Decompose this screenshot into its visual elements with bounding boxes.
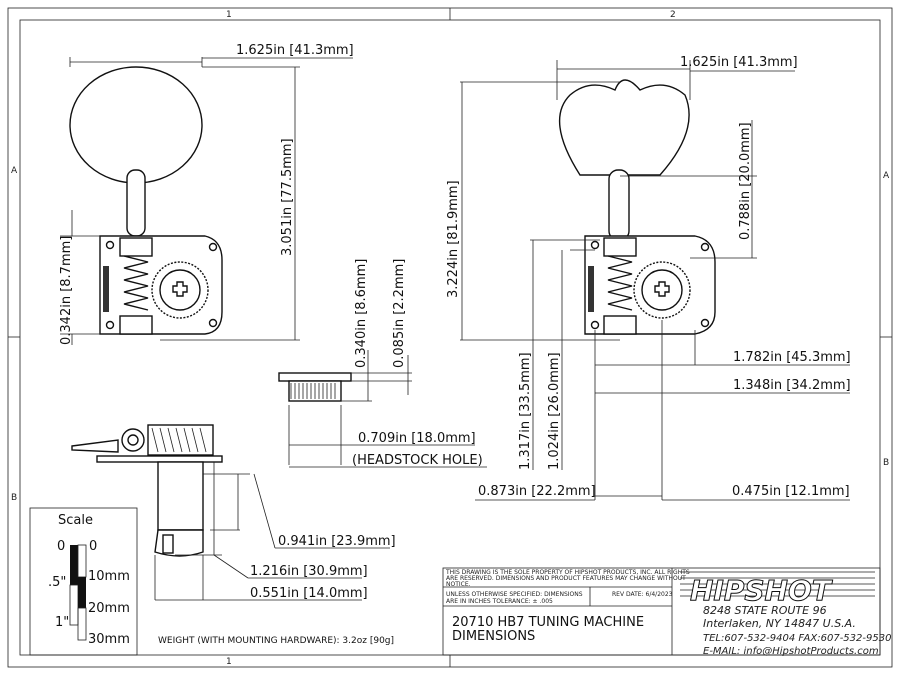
tuner-side-view: [71, 424, 223, 557]
dim-right-height: 3.224in [81.9mm]: [446, 180, 461, 298]
dim-0941: 0.941in [23.9mm]: [278, 534, 396, 549]
scale-mm-10: 10mm: [88, 569, 130, 584]
dim-1216: 1.216in [30.9mm]: [250, 564, 368, 579]
scale-in-0: 0: [57, 539, 65, 554]
dim-hole-label: (HEADSTOCK HOLE): [352, 453, 483, 468]
tolerance-line-1: UNLESS OTHERWISE SPECIFIED: DIMENSIONS: [446, 591, 583, 598]
notice-line-3: NOTICE.: [446, 581, 471, 588]
zone-b-right: B: [883, 458, 889, 468]
dim-1348: 1.348in [34.2mm]: [733, 378, 851, 393]
weight-note: WEIGHT (WITH MOUNTING HARDWARE): 3.2oz […: [158, 636, 394, 646]
dim-0475: 0.475in [12.1mm]: [732, 484, 850, 499]
dim-left-post: 0.342in [8.7mm]: [59, 236, 74, 345]
zone-1-bottom: 1: [226, 657, 232, 667]
dim-1024: 1.024in [26.0mm]: [547, 352, 562, 470]
dim-bushing-height: 0.340in [8.6mm]: [354, 259, 369, 368]
zone-a-right: A: [883, 171, 890, 181]
dim-left-height: 3.051in [77.5mm]: [280, 138, 295, 256]
bushing-view: [278, 372, 352, 402]
dim-bushing-flange: 0.085in [2.2mm]: [392, 259, 407, 368]
rev-date: REV DATE: 6/4/2023: [612, 591, 673, 598]
hipshot-logo: HIPSHOT: [680, 571, 875, 608]
dim-right-width: 1.625in [41.3mm]: [680, 55, 798, 70]
dim-0873: 0.873in [22.2mm]: [478, 484, 596, 499]
scale-legend: Scale 0 .5" 1" 0 10mm 20mm 30mm: [29, 507, 138, 656]
right-tuner-front-view: [558, 79, 716, 335]
address-line-1: 8248 STATE ROUTE 96: [703, 604, 827, 617]
title-block: THIS DRAWING IS THE SOLE PROPERTY OF HIP…: [442, 567, 891, 657]
svg-text:HIPSHOT: HIPSHOT: [690, 574, 833, 607]
dim-1782: 1.782in [45.3mm]: [733, 350, 851, 365]
scale-mm-0: 0: [89, 539, 97, 554]
zone-b-left: B: [11, 493, 17, 503]
notice-line-1: THIS DRAWING IS THE SOLE PROPERTY OF HIP…: [445, 569, 690, 576]
dim-hole: 0.709in [18.0mm]: [358, 431, 476, 446]
zone-a-left: A: [11, 166, 18, 176]
scale-in-half: .5": [48, 575, 66, 590]
phone-fax: TEL:607-532-9404 FAX:607-532-9530: [703, 633, 891, 644]
dim-1317: 1.317in [33.5mm]: [518, 352, 533, 470]
email: E-MAIL: info@HipshotProducts.com: [703, 646, 879, 657]
zone-1-top: 1: [226, 10, 232, 20]
scale-title: Scale: [58, 513, 93, 528]
drawing-title-1: 20710 HB7 TUNING MACHINE: [452, 615, 644, 630]
dim-right-stem: 0.788in [20.0mm]: [738, 122, 753, 240]
zone-2-top: 2: [670, 10, 676, 20]
dim-left-width: 1.625in [41.3mm]: [236, 43, 354, 58]
dim-0551: 0.551in [14.0mm]: [250, 586, 368, 601]
drawing-title-2: DIMENSIONS: [452, 629, 535, 644]
notice-line-2: ARE RESERVED. DIMENSIONS AND PRODUCT FEA…: [446, 575, 686, 582]
address-line-2: Interlaken, NY 14847 U.S.A.: [703, 617, 856, 630]
tolerance-line-2: ARE IN INCHES TOLERANCE: ± .005: [446, 598, 553, 605]
scale-mm-20: 20mm: [88, 601, 130, 616]
scale-mm-30: 30mm: [88, 632, 130, 647]
scale-in-1: 1": [55, 615, 69, 630]
left-tuner-front-view: [69, 66, 223, 335]
